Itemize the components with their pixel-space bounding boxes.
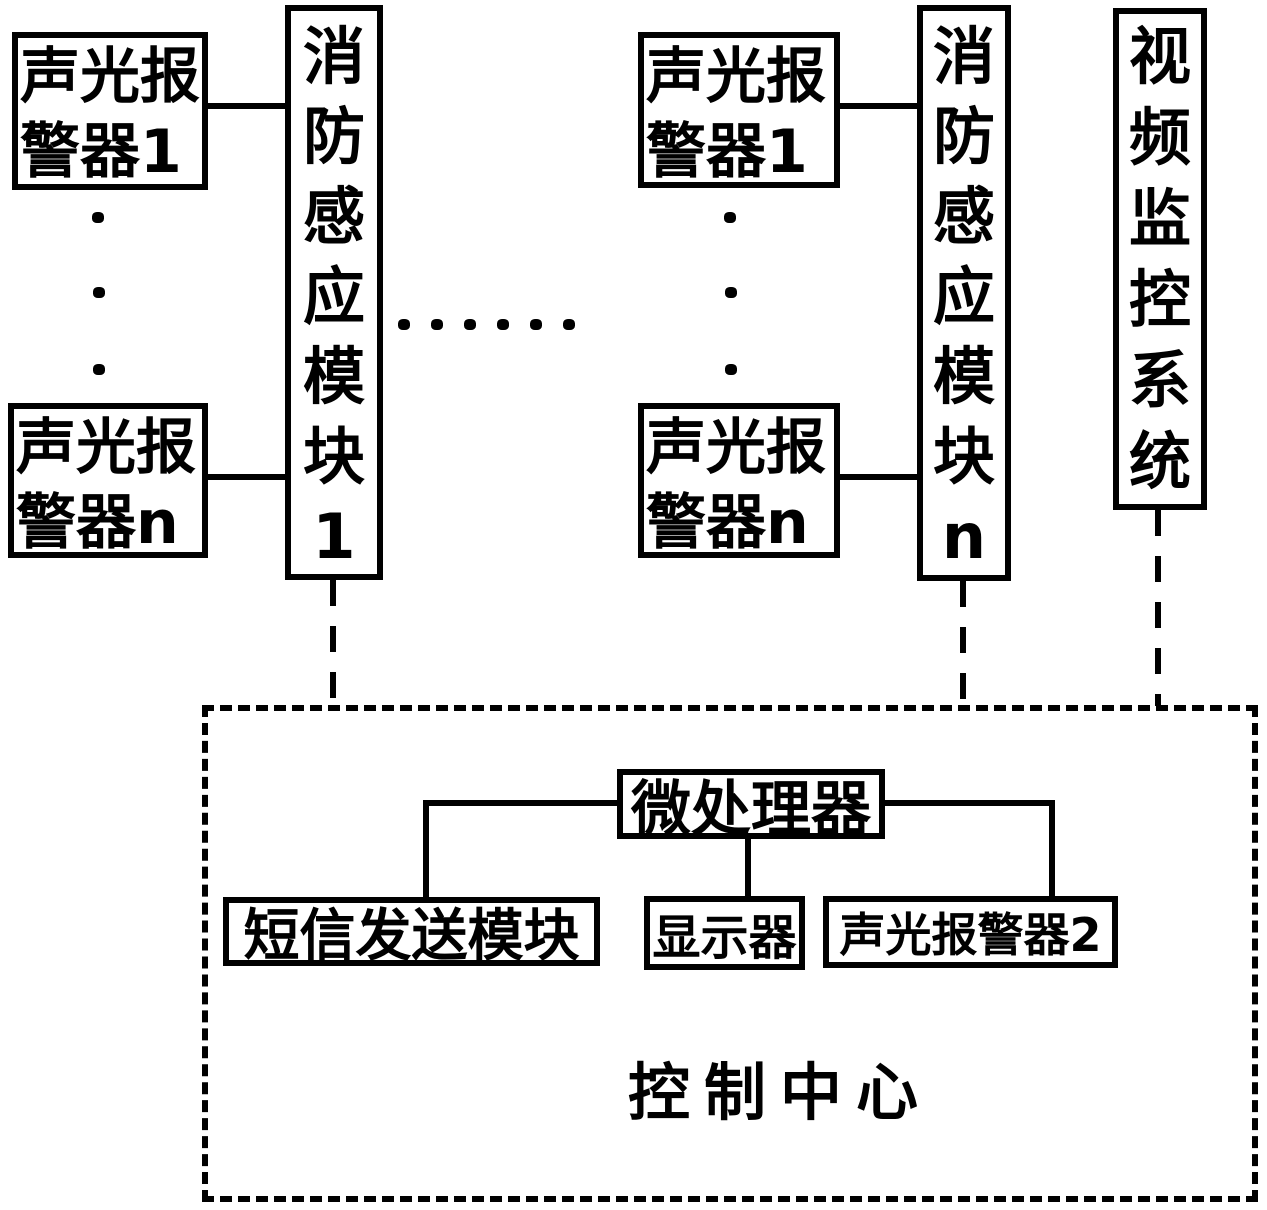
vertical-ellipsis-dot [93, 364, 105, 375]
connector-alarmn-to-module1 [208, 474, 285, 480]
ellipsis-dot [464, 319, 476, 330]
vertical-ellipsis-dot [92, 212, 104, 223]
connector-micro-to-sms-vertical [423, 800, 429, 898]
microprocessor-box: 微处理器 [617, 769, 885, 845]
connector-alarm1-to-module1 [208, 103, 285, 109]
connector-alarmn-to-modulen [840, 474, 917, 480]
ellipsis-dot [563, 319, 575, 330]
ellipsis-dot [530, 319, 542, 330]
ellipsis-dot [398, 319, 410, 330]
alarm-box-group1-bottom: 声光报警器n [8, 403, 208, 558]
vertical-ellipsis-dot [93, 287, 105, 298]
control-center-label: 控制中心 [627, 1056, 932, 1129]
connector-micro-to-alarm2-vertical [1049, 800, 1055, 897]
dashed-link-module1-to-control [330, 580, 336, 706]
fire-sensing-module-1-box: 消防感应模块1 [285, 5, 383, 580]
connector-micro-to-sms-horizontal [423, 800, 619, 806]
connector-alarm1-to-modulen [840, 103, 917, 109]
sms-sending-module-box: 短信发送模块 [223, 897, 600, 969]
connector-micro-to-display [745, 837, 751, 897]
vertical-ellipsis-dot [725, 364, 737, 375]
video-monitoring-system-box: 视频监控系统 [1113, 8, 1207, 510]
connector-micro-to-alarm2-horizontal [883, 800, 1055, 806]
control-center-box [202, 705, 1258, 1202]
alarm-2-box: 声光报警器2 [823, 896, 1118, 968]
ellipsis-dot [497, 319, 509, 330]
alarm-box-group1-top: 声光报警器1 [12, 32, 208, 190]
alarm-box-group2-top: 声光报警器1 [638, 32, 840, 188]
vertical-ellipsis-dot [724, 212, 736, 223]
ellipsis-dot [431, 319, 443, 330]
display-box: 显示器 [644, 896, 805, 970]
horizontal-ellipsis [398, 319, 575, 330]
fire-sensing-module-n-box: 消防感应模块n [917, 5, 1011, 581]
dashed-link-video-to-control [1155, 510, 1161, 706]
dashed-link-modulen-to-control [960, 581, 966, 706]
alarm-box-group2-bottom: 声光报警器n [638, 403, 840, 558]
vertical-ellipsis-dot [725, 287, 737, 298]
